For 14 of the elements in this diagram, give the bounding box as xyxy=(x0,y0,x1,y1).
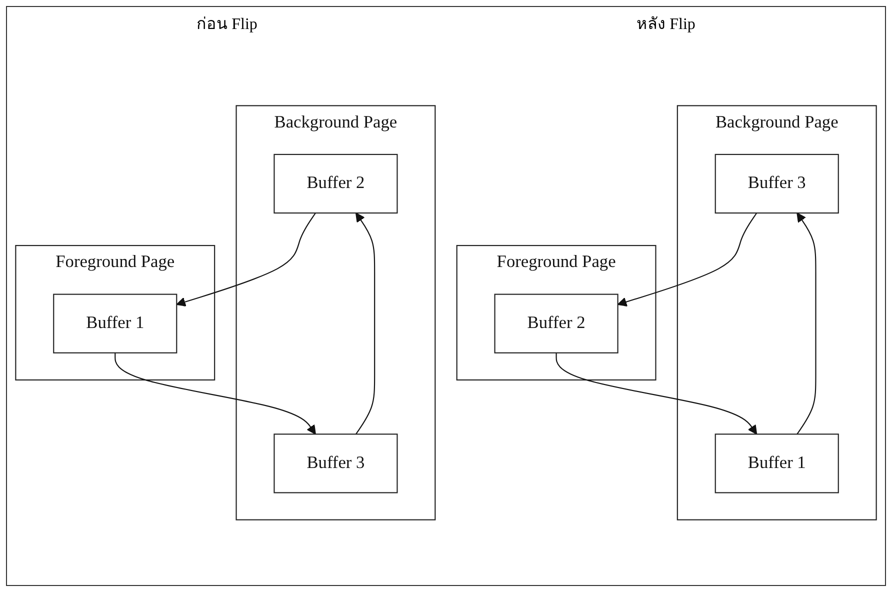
arrow xyxy=(114,352,316,434)
node-box: Buffer 2 xyxy=(274,154,398,214)
node-box: Buffer 1 xyxy=(53,294,178,354)
panel-heading: หลัง Flip xyxy=(636,15,696,35)
node-box: Buffer 3 xyxy=(714,154,839,214)
arrow xyxy=(556,352,758,434)
arrow xyxy=(355,212,376,434)
node-box: Buffer 3 xyxy=(274,433,398,493)
panel-heading: ก่อน Flip xyxy=(196,15,258,35)
arrow xyxy=(617,212,758,306)
node-box: Buffer 1 xyxy=(714,433,839,493)
node-box: Buffer 2 xyxy=(494,294,618,354)
arrow xyxy=(176,212,316,306)
arrow xyxy=(796,212,816,434)
